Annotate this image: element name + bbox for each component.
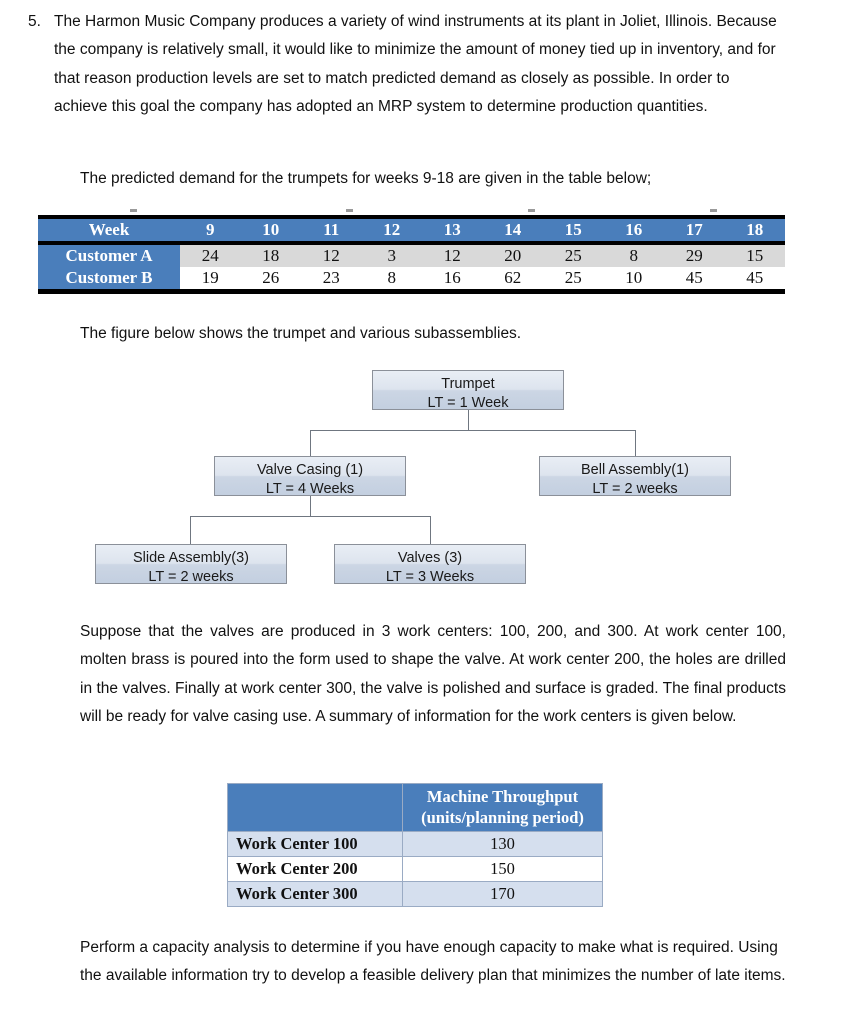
bom-node-leadtime: LT = 3 Weeks bbox=[385, 568, 475, 585]
bom-node-valves: Valves (3) LT = 3 Weeks bbox=[334, 544, 526, 585]
ruler-tick-icon bbox=[710, 209, 717, 212]
bom-node-leadtime: LT = 1 Week bbox=[427, 394, 509, 411]
demand-cell: 3 bbox=[361, 245, 422, 267]
demand-header-week: 15 bbox=[543, 219, 604, 241]
work-center-name: Work Center 200 bbox=[227, 856, 403, 882]
work-center-throughput-value: 150 bbox=[402, 856, 603, 882]
tree-connector-vertical bbox=[310, 430, 311, 456]
question-number: 5. bbox=[28, 13, 41, 30]
demand-cell: 12 bbox=[422, 245, 483, 267]
work-centers-paragraph: Suppose that the valves are produced in … bbox=[80, 623, 786, 726]
bom-node-bell-assembly: Bell Assembly(1) LT = 2 weeks bbox=[539, 456, 731, 497]
demand-header-week-label: Week bbox=[38, 219, 180, 241]
work-center-throughput-value: 130 bbox=[402, 831, 603, 857]
table-top-rule bbox=[38, 215, 785, 219]
demand-header-week: 10 bbox=[240, 219, 301, 241]
bom-tree-diagram: Trumpet LT = 1 Week Valve Casing (1) LT … bbox=[0, 356, 856, 602]
demand-row-label: Customer A bbox=[38, 245, 180, 267]
demand-cell: 15 bbox=[724, 245, 785, 267]
work-center-name: Work Center 300 bbox=[227, 881, 403, 907]
bom-node-slide-assembly: Slide Assembly(3) LT = 2 weeks bbox=[95, 544, 287, 585]
table-header-rule bbox=[38, 241, 785, 245]
demand-cell: 10 bbox=[603, 267, 664, 289]
work-center-header-blank bbox=[227, 783, 403, 832]
demand-row-label: Customer B bbox=[38, 267, 180, 289]
throughput-header-line2: (units/planning period) bbox=[421, 808, 584, 827]
table-row: Customer B 19 26 23 8 16 62 25 10 45 45 bbox=[38, 267, 785, 289]
tree-connector-vertical bbox=[468, 410, 469, 430]
figure-intro-block: The figure below shows the trumpet and v… bbox=[80, 320, 786, 348]
demand-header-week: 12 bbox=[361, 219, 422, 241]
demand-cell: 20 bbox=[482, 245, 543, 267]
work-center-header-throughput: Machine Throughput (units/planning perio… bbox=[402, 783, 603, 832]
demand-cell: 26 bbox=[240, 267, 301, 289]
demand-cell: 25 bbox=[543, 267, 604, 289]
bom-node-trumpet: Trumpet LT = 1 Week bbox=[372, 370, 564, 411]
question-intro-paragraph: The Harmon Music Company produces a vari… bbox=[54, 13, 777, 116]
bom-node-leadtime: LT = 2 weeks bbox=[592, 480, 678, 497]
ruler-tick-icon bbox=[528, 209, 535, 212]
bom-node-title: Trumpet bbox=[441, 376, 495, 392]
demand-header-week: 14 bbox=[482, 219, 543, 241]
demand-cell: 45 bbox=[724, 267, 785, 289]
demand-cell: 25 bbox=[543, 245, 604, 267]
question-block: 5. The Harmon Music Company produces a v… bbox=[0, 8, 856, 122]
work-centers-paragraph-block: Suppose that the valves are produced in … bbox=[80, 618, 786, 732]
tree-connector-vertical bbox=[310, 496, 311, 516]
demand-cell: 18 bbox=[240, 245, 301, 267]
work-center-table-container: Machine Throughput (units/planning perio… bbox=[227, 783, 603, 907]
ruler-tick-icon bbox=[130, 209, 137, 212]
demand-header-week: 18 bbox=[724, 219, 785, 241]
bom-node-title: Bell Assembly(1) bbox=[581, 462, 689, 478]
demand-header-week: 17 bbox=[664, 219, 725, 241]
demand-header-week: 11 bbox=[301, 219, 362, 241]
demand-table-header-row: Week 9 10 11 12 13 14 15 16 17 18 bbox=[38, 219, 785, 241]
throughput-header-line1: Machine Throughput bbox=[426, 787, 579, 806]
table-row: Work Center 300 170 bbox=[227, 881, 603, 907]
final-paragraph-block: Perform a capacity analysis to determine… bbox=[80, 934, 786, 991]
bom-node-leadtime: LT = 2 weeks bbox=[148, 568, 234, 585]
tree-connector-horizontal bbox=[310, 430, 635, 431]
demand-intro-block: The predicted demand for the trumpets fo… bbox=[80, 165, 786, 193]
final-paragraph: Perform a capacity analysis to determine… bbox=[80, 939, 786, 985]
table-row: Work Center 200 150 bbox=[227, 856, 603, 882]
demand-table-body: Customer A 24 18 12 3 12 20 25 8 29 15 C… bbox=[38, 245, 785, 289]
table-row: Customer A 24 18 12 3 12 20 25 8 29 15 bbox=[38, 245, 785, 267]
bom-node-title: Valves (3) bbox=[397, 550, 463, 566]
demand-cell: 45 bbox=[664, 267, 725, 289]
bom-node-leadtime: LT = 4 Weeks bbox=[265, 480, 355, 497]
demand-header-week: 9 bbox=[180, 219, 241, 241]
demand-cell: 16 bbox=[422, 267, 483, 289]
figure-intro-paragraph: The figure below shows the trumpet and v… bbox=[80, 325, 522, 342]
tree-connector-vertical bbox=[635, 430, 636, 456]
ruler-tick-icon bbox=[346, 209, 353, 212]
demand-cell: 29 bbox=[664, 245, 725, 267]
table-bottom-rule bbox=[38, 289, 785, 294]
bom-node-title: Slide Assembly(3) bbox=[132, 550, 250, 566]
tree-connector-vertical bbox=[430, 516, 431, 544]
demand-cell: 12 bbox=[301, 245, 362, 267]
demand-cell: 19 bbox=[180, 267, 241, 289]
demand-header-week: 13 bbox=[422, 219, 483, 241]
demand-cell: 62 bbox=[482, 267, 543, 289]
demand-intro-paragraph: The predicted demand for the trumpets fo… bbox=[80, 170, 652, 187]
work-center-table: Machine Throughput (units/planning perio… bbox=[227, 783, 603, 907]
demand-cell: 23 bbox=[301, 267, 362, 289]
demand-cell: 24 bbox=[180, 245, 241, 267]
work-center-throughput-value: 170 bbox=[402, 881, 603, 907]
demand-cell: 8 bbox=[603, 245, 664, 267]
demand-table: Week 9 10 11 12 13 14 15 16 17 18 bbox=[38, 219, 785, 241]
bom-node-valve-casing: Valve Casing (1) LT = 4 Weeks bbox=[214, 456, 406, 497]
tree-connector-horizontal bbox=[190, 516, 430, 517]
work-center-name: Work Center 100 bbox=[227, 831, 403, 857]
demand-header-week: 16 bbox=[603, 219, 664, 241]
bom-node-title: Valve Casing (1) bbox=[256, 462, 364, 478]
table-row: Work Center 100 130 bbox=[227, 831, 603, 857]
tree-connector-vertical bbox=[190, 516, 191, 544]
demand-table-container: Week 9 10 11 12 13 14 15 16 17 18 Custom… bbox=[38, 209, 785, 294]
demand-cell: 8 bbox=[361, 267, 422, 289]
work-center-header-row: Machine Throughput (units/planning perio… bbox=[227, 783, 603, 832]
